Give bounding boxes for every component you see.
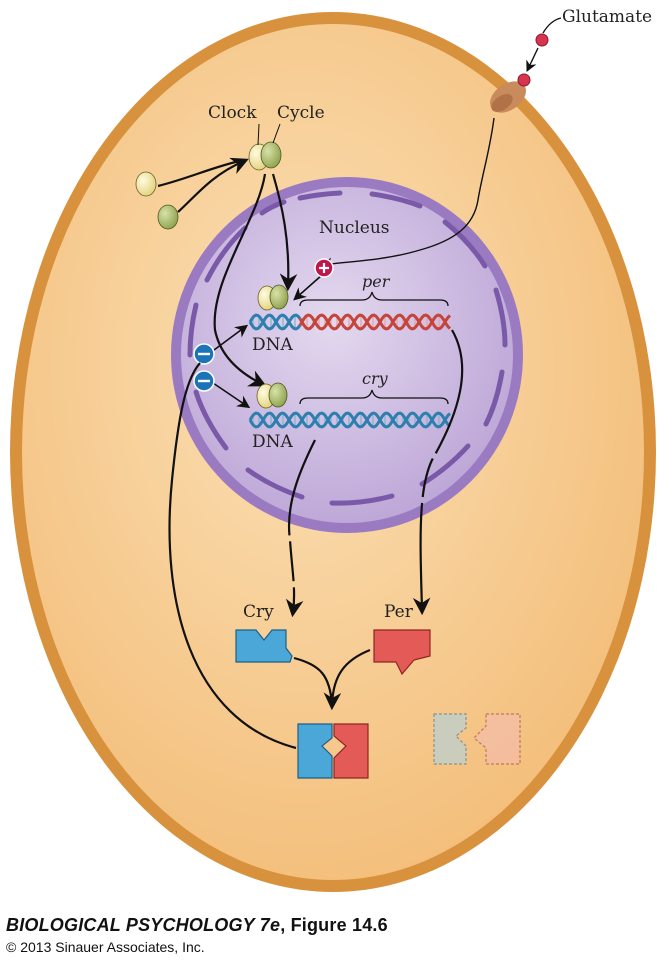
per-protein-icon (373, 629, 431, 676)
activation-arrow-to-per (293, 274, 323, 301)
figure-caption-title: BIOLOGICAL PSYCHOLOGY 7e, Figure 14.6 (6, 915, 388, 936)
dna-strand-cry (248, 411, 452, 429)
cry-protein-label: Cry (243, 602, 274, 622)
dna-backbone (298, 313, 452, 331)
nucleus (181, 187, 513, 523)
clock-label-leader (257, 123, 260, 146)
dna-upper-label: DNA (252, 335, 294, 355)
cycle-bound-cry-icon (268, 382, 288, 408)
cycle-protein-icon (260, 141, 282, 169)
cycle-bound-per-icon (269, 284, 289, 310)
degraded-cry-per-complex-icon (433, 713, 521, 765)
dimer-to-cry-promoter-arrow (213, 173, 267, 387)
cycle-label: Cycle (277, 103, 325, 123)
per-transcript-arrow (412, 329, 464, 616)
dimerization-arrow (157, 160, 244, 213)
per-gene-bracket (299, 291, 449, 307)
per-gene-label: per (362, 272, 391, 291)
glutamate-molecule-icon (535, 33, 549, 47)
dimer-to-per-promoter-arrow (271, 173, 298, 292)
copyright-notice: © 2013 Sinauer Associates, Inc. (6, 939, 205, 955)
nucleus-label: Nucleus (319, 218, 390, 238)
glutamate-signal-arrow (321, 117, 495, 269)
glutamate-pointer-line (542, 17, 562, 34)
caption-title-italic: BIOLOGICAL PSYCHOLOGY 7e (6, 915, 281, 935)
dna-strand-per (248, 313, 452, 331)
inhibition-arrow-per (213, 324, 249, 351)
cycle-monomer-icon (157, 204, 179, 230)
dna-backbone (248, 313, 302, 331)
cry-transcript-arrow (285, 439, 316, 618)
cry-gene-bracket (299, 389, 449, 405)
plus-glyph (319, 263, 329, 273)
cry-per-complex-icon (297, 723, 369, 779)
caption-title-rest: , Figure 14.6 (280, 915, 388, 935)
glutamate-receptor (489, 81, 527, 113)
cycle-label-leader (272, 123, 281, 144)
clock-monomer-icon (135, 171, 157, 197)
dna-backbone (248, 313, 302, 331)
dna-backbone (298, 313, 452, 331)
per-protein-label: Per (384, 602, 414, 622)
clock-label: Clock (208, 103, 257, 123)
dna-backbone (248, 411, 452, 429)
cry-protein-icon (235, 629, 293, 663)
dna-backbone (248, 411, 452, 429)
inhibition-arrow-cry (212, 382, 251, 409)
dna-lower-label: DNA (252, 432, 294, 452)
cry-per-dimer-arrow (293, 648, 371, 705)
glutamate-label: Glutamate (562, 7, 652, 27)
glutamate-bound-icon (517, 73, 531, 87)
negative-feedback-arrow (168, 362, 297, 750)
glutamate-binding-arrow (526, 47, 539, 73)
cry-gene-label: cry (362, 369, 389, 388)
